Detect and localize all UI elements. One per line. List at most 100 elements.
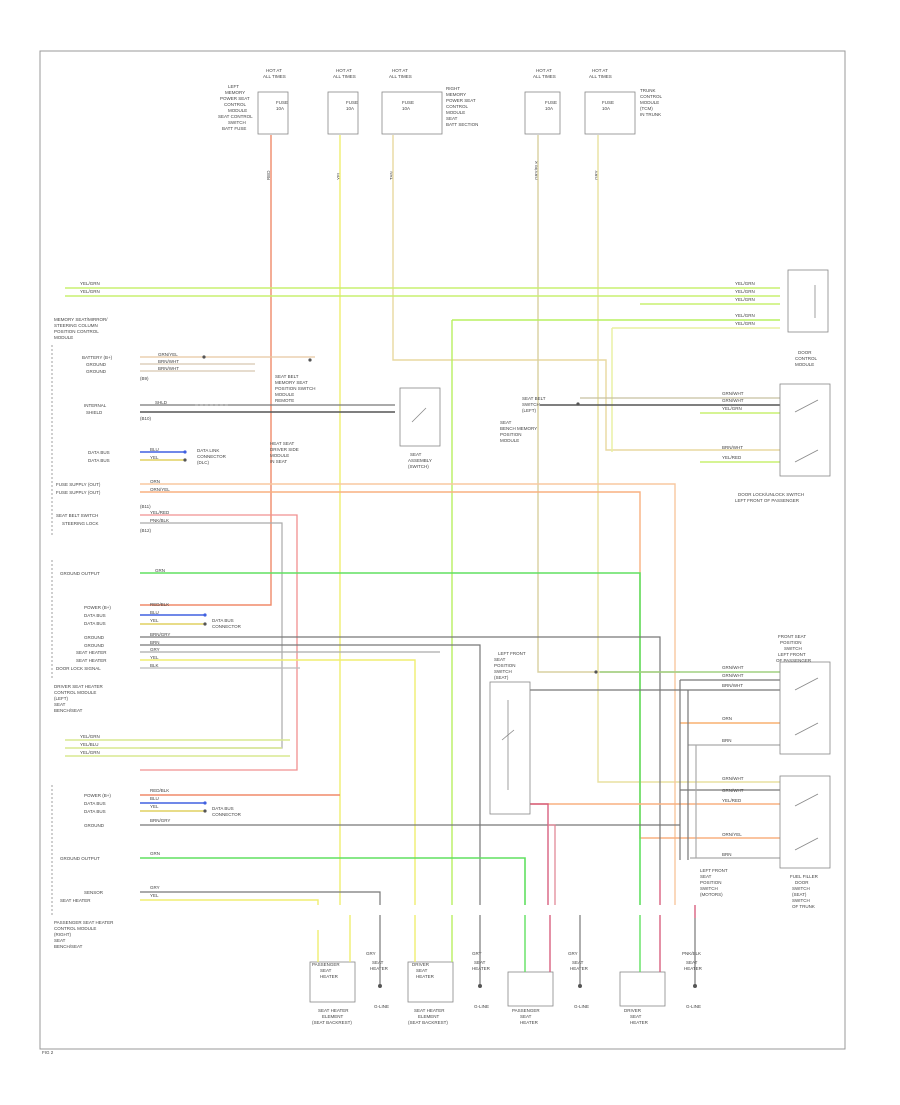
fuse-box-5: HOT AT ALL TIMES FUSE 10A TRUNK CONTROL …	[584, 68, 662, 135]
fuse-wire-label-2: YEL	[336, 171, 341, 180]
svg-text:RED/BLK: RED/BLK	[150, 602, 169, 607]
svg-text:GROUND OUTPUT: GROUND OUTPUT	[60, 856, 100, 861]
splice-dot-7	[203, 809, 207, 813]
svg-text:SEAT: SEAT	[446, 116, 458, 121]
wire-dm-brn-gry	[140, 636, 661, 880]
top-bus-label-2: YEL/GRN	[80, 289, 100, 294]
svg-text:MEMORY SEAT/MIRROR/: MEMORY SEAT/MIRROR/	[54, 317, 108, 322]
svg-text:10A: 10A	[602, 106, 610, 111]
fuse-wire-label-1: RED	[266, 170, 271, 180]
svg-text:(TCM): (TCM)	[640, 106, 653, 111]
svg-text:RED/BLK: RED/BLK	[150, 788, 169, 793]
svg-text:PASSENGER SEAT HEATER: PASSENGER SEAT HEATER	[54, 920, 114, 925]
svg-text:BENCH/SEAT: BENCH/SEAT	[54, 708, 83, 713]
svg-text:GRN: GRN	[150, 851, 160, 856]
bottom-components: PASSENGER SEAT HEATER GRY SEAT HEATER DR…	[309, 951, 703, 1025]
splice-dot-1	[202, 355, 206, 359]
svg-text:POSITION: POSITION	[700, 880, 722, 885]
splice-dot-4	[203, 613, 207, 617]
svg-text:SENSOR: SENSOR	[84, 890, 104, 895]
fuse-box-4: HOT AT ALL TIMES FUSE 10A	[524, 68, 561, 135]
svg-text:ASSEMBLY: ASSEMBLY	[408, 458, 432, 463]
page-frame	[39, 50, 846, 1050]
svg-text:HOT AT: HOT AT	[266, 68, 282, 73]
svg-text:STEERING COLUMN: STEERING COLUMN	[54, 323, 98, 328]
svg-text:LEFT: LEFT	[228, 84, 239, 89]
svg-text:CONTROL: CONTROL	[446, 104, 468, 109]
svg-text:DATA BUS: DATA BUS	[212, 618, 234, 623]
svg-text:SWITCH: SWITCH	[700, 886, 718, 891]
mm-pin-3: GROUND	[86, 369, 107, 374]
svg-text:(SEAT): (SEAT)	[792, 892, 807, 897]
svg-text:BRN/WHT: BRN/WHT	[158, 366, 179, 371]
svg-text:MODULE: MODULE	[275, 392, 294, 397]
svg-text:POSITION SWITCH: POSITION SWITCH	[275, 386, 316, 391]
svg-text:(B9): (B9)	[140, 376, 149, 381]
ground-label-2: G-LINE	[474, 1004, 489, 1009]
svg-text:BRN/GRY: BRN/GRY	[150, 818, 170, 823]
splice-dot-3	[183, 458, 187, 462]
wire-pm-gry	[140, 891, 381, 905]
svg-text:POWER SEAT: POWER SEAT	[446, 98, 476, 103]
mm-pin-6: SHIELD	[86, 410, 103, 415]
svg-text:YEL: YEL	[150, 655, 159, 660]
svg-text:YEL/GRN: YEL/GRN	[735, 297, 755, 302]
svg-text:DATA BUS: DATA BUS	[84, 621, 106, 626]
svg-text:IN SEAT: IN SEAT	[270, 459, 287, 464]
svg-text:HEATER: HEATER	[416, 974, 435, 979]
wire-mm-red-1	[140, 514, 298, 771]
seat-memory-center-module	[489, 681, 531, 815]
svg-text:PNK/BLK: PNK/BLK	[682, 951, 701, 956]
svg-text:SEAT HEATER: SEAT HEATER	[414, 1008, 445, 1013]
svg-text:ORN/YEL: ORN/YEL	[722, 832, 742, 837]
svg-text:YEL/GRN: YEL/GRN	[735, 289, 755, 294]
svg-text:YEL: YEL	[150, 804, 159, 809]
wire-mm-fuse-2	[140, 491, 780, 839]
svg-text:HEATER: HEATER	[684, 966, 703, 971]
svg-text:(SEAT BACKREST): (SEAT BACKREST)	[408, 1020, 448, 1025]
svg-text:ALL TIMES: ALL TIMES	[533, 74, 556, 79]
door-control-module: YEL/GRN YEL/GRN YEL/GRN YEL/GRN YEL/GRN …	[735, 269, 829, 367]
svg-text:GROUND: GROUND	[84, 823, 105, 828]
fuse-wire-label-3: TAN	[389, 171, 394, 180]
svg-text:BLU: BLU	[150, 447, 159, 452]
svg-text:ALL TIMES: ALL TIMES	[333, 74, 356, 79]
svg-text:(MOTORS): (MOTORS)	[700, 892, 723, 897]
svg-text:GRY: GRY	[366, 951, 376, 956]
svg-text:LEFT FRONT: LEFT FRONT	[498, 651, 526, 656]
splice-dot-10	[308, 358, 312, 362]
svg-text:GRN/WHT: GRN/WHT	[722, 398, 744, 403]
svg-text:REMOTE: REMOTE	[275, 398, 294, 403]
svg-text:DATA LINK: DATA LINK	[197, 448, 219, 453]
driver-seat-heater-module: GROUND OUTPUT POWER (B+) DATA BUS DATA B…	[51, 560, 242, 713]
svg-text:CONTROL MODULE: CONTROL MODULE	[54, 926, 96, 931]
svg-text:BRN/GRY: BRN/GRY	[150, 632, 170, 637]
mm-pin-5: INTERNAL	[84, 403, 107, 408]
svg-text:(RIGHT): (RIGHT)	[54, 932, 71, 937]
svg-text:ALL TIMES: ALL TIMES	[589, 74, 612, 79]
svg-text:SEAT HEATER: SEAT HEATER	[60, 898, 91, 903]
svg-text:DOOR LOCK/UNLOCK SWITCH: DOOR LOCK/UNLOCK SWITCH	[738, 492, 804, 497]
svg-text:GROUND: GROUND	[84, 643, 105, 648]
svg-text:SEAT: SEAT	[494, 657, 506, 662]
svg-text:FUSE: FUSE	[402, 100, 414, 105]
svg-text:FUSE: FUSE	[276, 100, 288, 105]
mm-pin-11: FUSE SUPPLY (OUT)	[56, 482, 101, 487]
svg-text:HOT AT: HOT AT	[536, 68, 552, 73]
svg-text:GRN/WHT: GRN/WHT	[722, 673, 744, 678]
svg-text:POWER SEAT: POWER SEAT	[220, 96, 250, 101]
svg-text:(SWITCH): (SWITCH)	[408, 464, 429, 469]
svg-text:SEAT HEATER: SEAT HEATER	[76, 658, 107, 663]
svg-text:SEAT: SEAT	[320, 968, 332, 973]
svg-text:(SEAT BACKREST): (SEAT BACKREST)	[312, 1020, 352, 1025]
svg-text:GRN/WHT: GRN/WHT	[722, 776, 744, 781]
wire-pnk-bottom-1	[530, 803, 549, 905]
svg-text:ORN/YEL: ORN/YEL	[150, 487, 170, 492]
svg-text:SEAT: SEAT	[700, 874, 712, 879]
svg-text:(LEFT): (LEFT)	[522, 408, 537, 413]
svg-text:ALL TIMES: ALL TIMES	[263, 74, 286, 79]
wire-dm-brn	[140, 644, 481, 905]
svg-text:MODULE: MODULE	[640, 100, 659, 105]
wire-dm-grn	[140, 572, 641, 905]
svg-text:MODULE: MODULE	[795, 362, 814, 367]
